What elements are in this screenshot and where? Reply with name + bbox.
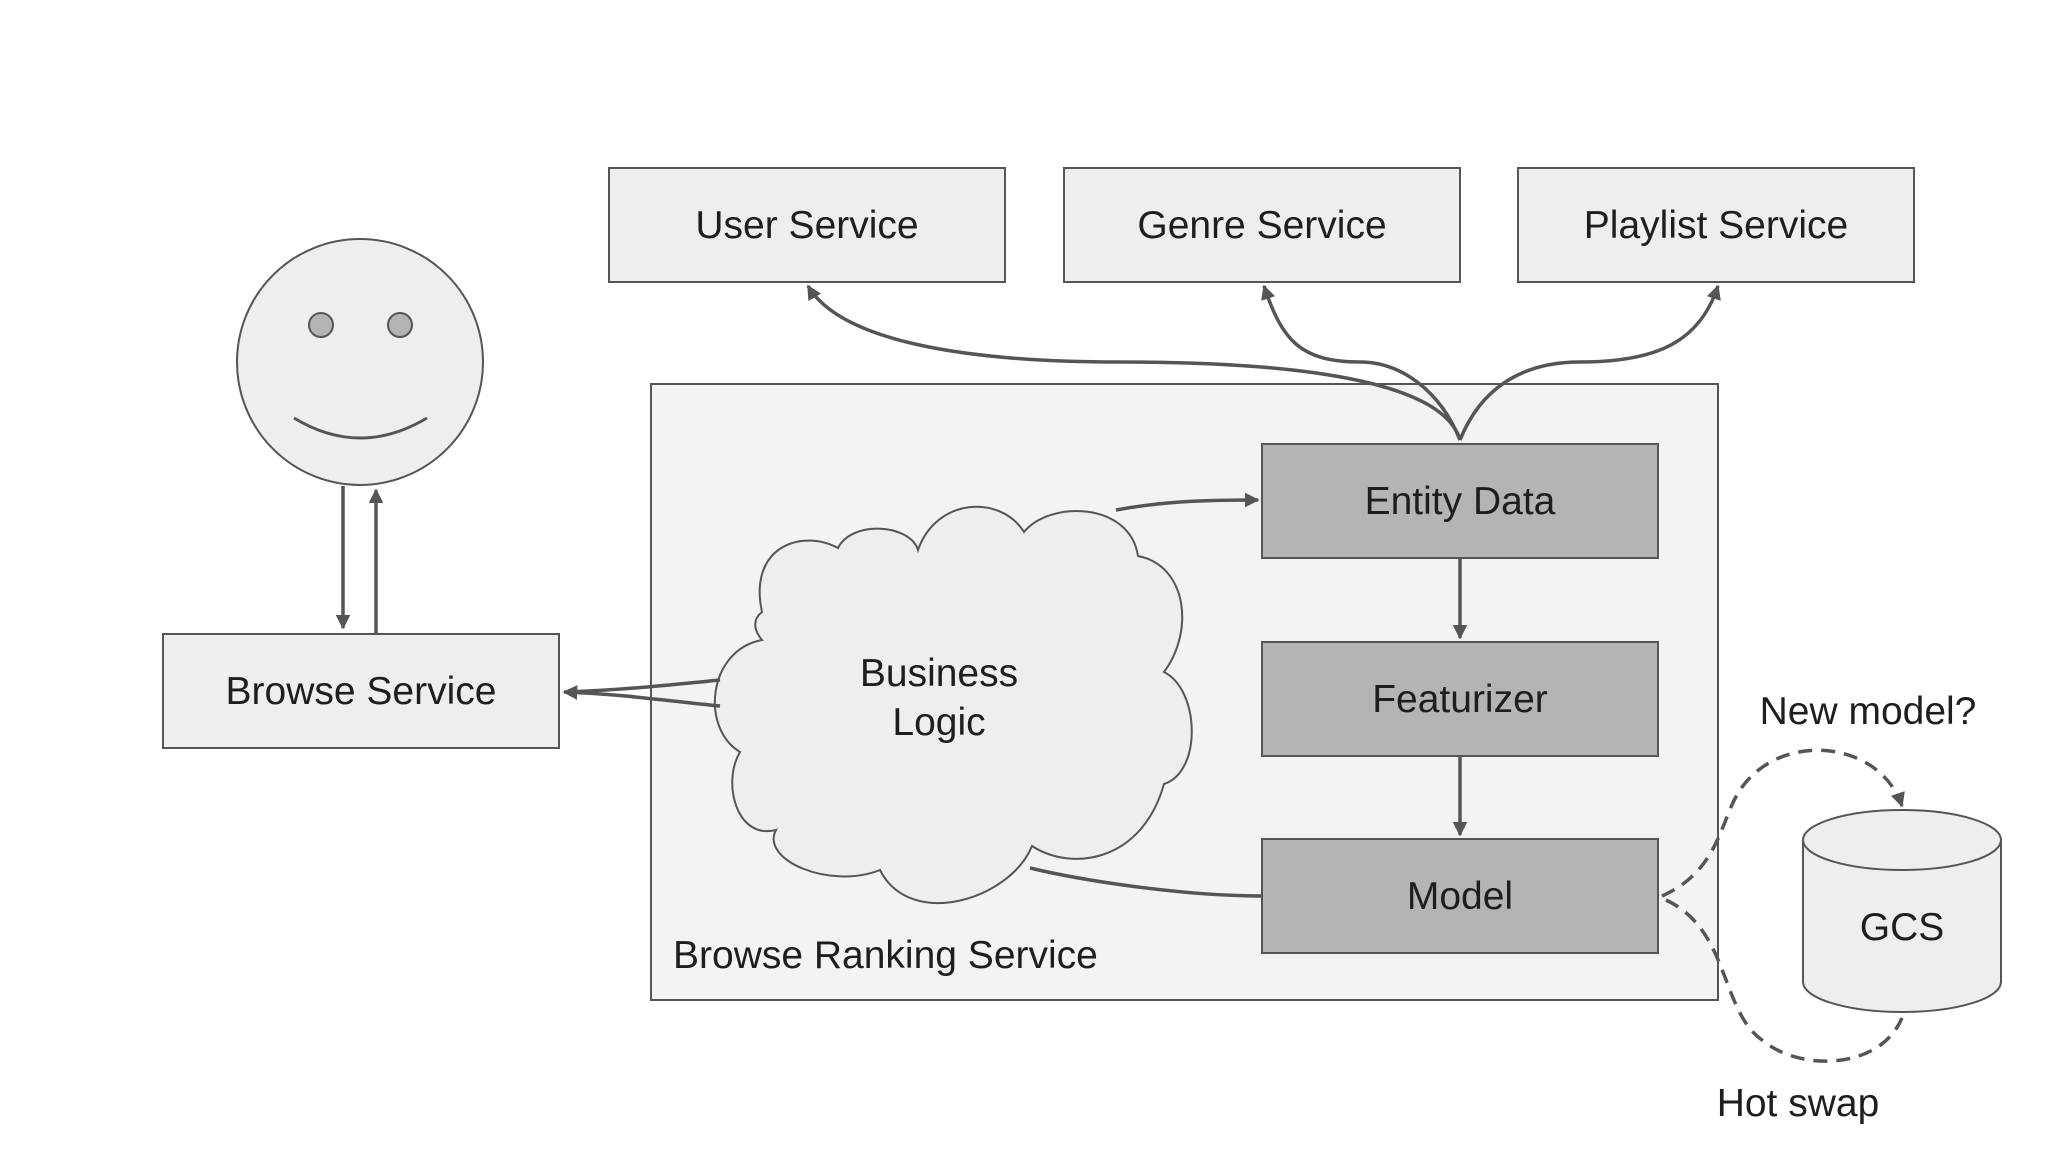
entity-data-box: Entity Data [1261,443,1659,559]
genre-service-label: Genre Service [1137,204,1386,247]
business-logic-label-line1: Business [860,652,1018,695]
business-logic-label-line2: Logic [892,701,985,744]
line-model-to-cloud [1029,866,1263,898]
arrow-entity-to-user-service [806,284,1462,441]
featurizer-label: Featurizer [1372,678,1548,721]
playlist-service-label: Playlist Service [1584,204,1848,247]
arrow-cloud-to-browse-service [562,685,721,708]
hot-swap-annotation: Hot swap [1717,1082,1880,1125]
right-eye-icon [387,312,413,338]
browse-service-label: Browse Service [226,670,497,713]
line-cloud-to-browse-service-upper [565,678,721,694]
gcs-label: GCS [1860,906,1945,949]
arrow-cloud-to-entity-data [1115,492,1260,512]
genre-service-box: Genre Service [1063,167,1461,283]
user-service-box: User Service [608,167,1006,283]
browse-service-box: Browse Service [162,633,560,749]
user-smiley-icon [236,238,484,486]
gcs-storage-cylinder: GCS [1802,809,2002,1013]
business-logic-cloud: Business Logic [713,505,1193,905]
dashed-line-hot-swap [1665,898,1904,1063]
left-eye-icon [308,312,334,338]
entity-data-label: Entity Data [1365,480,1556,523]
arrow-entity-to-playlist-service [1458,284,1721,441]
dashed-arrow-new-model [1661,748,1905,898]
model-label: Model [1407,875,1513,918]
model-box: Model [1261,838,1659,954]
new-model-annotation: New model? [1760,690,1977,733]
arrow-entity-to-genre-service [1261,284,1462,441]
user-service-label: User Service [695,204,918,247]
playlist-service-box: Playlist Service [1517,167,1915,283]
browse-ranking-service-label: Browse Ranking Service [673,934,1098,977]
featurizer-box: Featurizer [1261,641,1659,757]
smile-icon [293,416,428,440]
